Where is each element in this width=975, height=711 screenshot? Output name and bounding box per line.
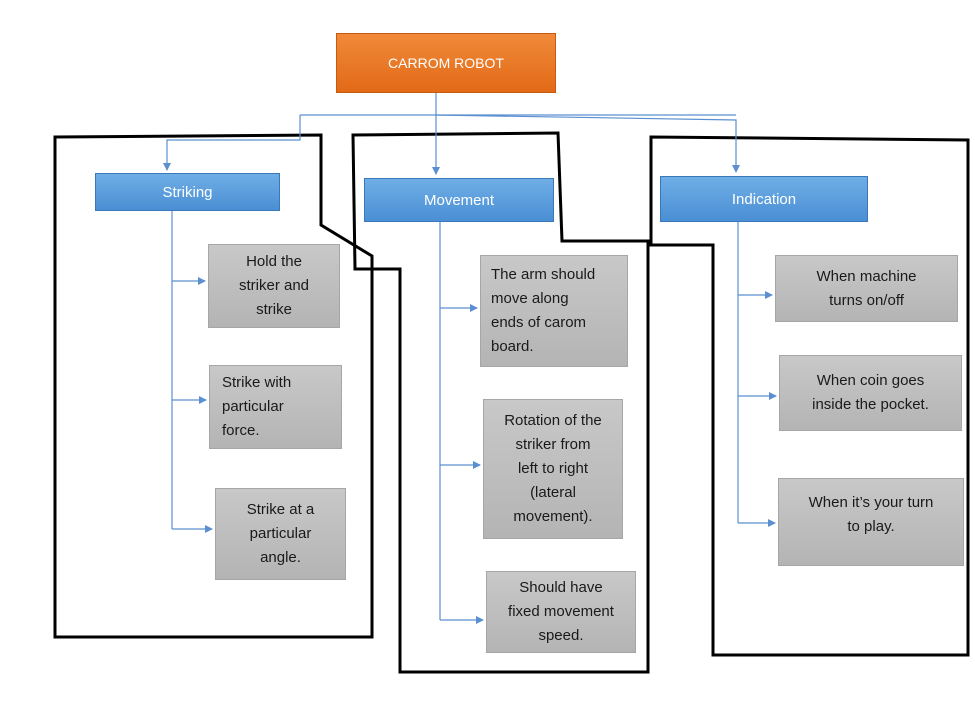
category-label: Movement: [423, 191, 495, 209]
leaf-label: The arm should move along ends of carom …: [491, 266, 596, 355]
leaf-node: Rotation of the striker from left to rig…: [483, 399, 623, 539]
leaf-label: Strike with particular force.: [222, 374, 292, 439]
leaf-node: The arm should move along ends of carom …: [480, 255, 628, 367]
leaf-node: When it’s your turn to play.: [778, 478, 964, 566]
category-indication: Indication: [660, 176, 868, 222]
leaf-node: Strike with particular force.: [209, 365, 342, 449]
outline-movement: [351, 131, 650, 674]
leaf-node: When coin goes inside the pocket.: [779, 355, 962, 431]
connector-striking: [163, 115, 301, 171]
leaf-label: Should have fixed movement speed.: [508, 579, 614, 644]
category-label: Striking: [162, 183, 213, 201]
leaf-label: When coin goes inside the pocket.: [812, 372, 929, 413]
category-movement: Movement: [364, 178, 554, 222]
leaf-label: When it’s your turn to play.: [808, 494, 934, 535]
connector-indication: [435, 114, 740, 173]
root-node: CARROM ROBOT: [336, 33, 556, 93]
outline-striking: [53, 133, 374, 639]
outline-indication: [649, 135, 970, 657]
leaf-node: Hold the striker and strike: [208, 244, 340, 328]
leaf-node: When machine turns on/off: [775, 255, 958, 322]
leaf-label: Rotation of the striker from left to rig…: [504, 412, 602, 525]
category-striking: Striking: [95, 173, 280, 211]
leaf-node: Strike at a particular angle.: [215, 488, 346, 580]
leaf-node: Should have fixed movement speed.: [486, 571, 636, 653]
leaf-label: When machine turns on/off: [816, 267, 917, 309]
root-label: CARROM ROBOT: [388, 55, 504, 71]
category-label: Indication: [731, 190, 797, 208]
leaf-label: Hold the striker and strike: [238, 253, 310, 318]
leaf-label: Strike at a particular angle.: [246, 501, 315, 566]
